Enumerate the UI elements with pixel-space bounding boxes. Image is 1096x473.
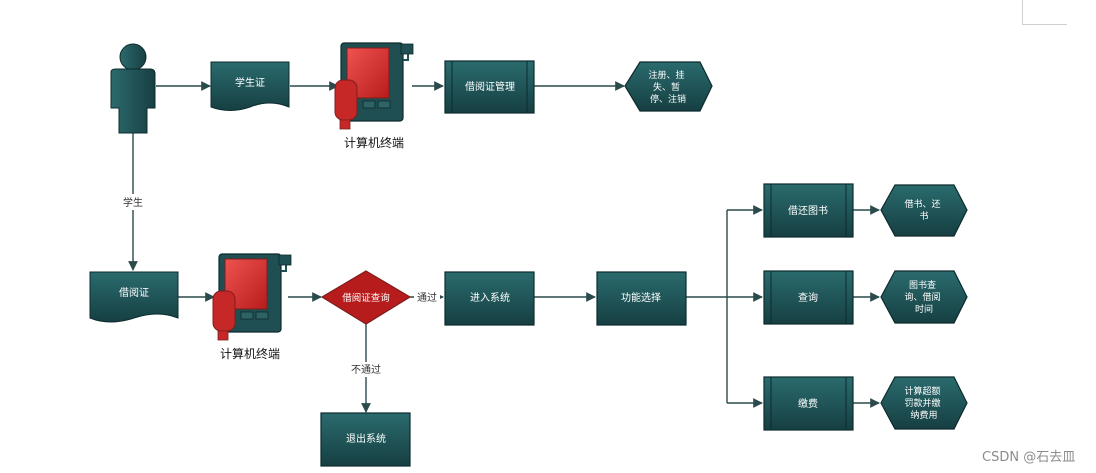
register-ops-node: 注册、挂 失、暂 停、注销 [624, 61, 713, 112]
student-card-node: 学生证 [210, 61, 290, 111]
terminal-top-label: 计算机终端 [344, 135, 404, 150]
pay-fee-detail-line-1: 计算超额 [905, 385, 941, 397]
library-card-mgmt-node: 借阅证管理 [444, 60, 535, 114]
pay-fee-detail-node: 计算超额 罚款并缴 纳费用 [880, 376, 968, 430]
connectors [128, 81, 880, 413]
corner-mark [1022, 0, 1067, 25]
query-node: 查询 [763, 270, 854, 325]
svg-text:注册、挂 失、暂 停、注销: 注册、挂 失、暂 停、注销 [649, 69, 688, 105]
borrow-return-label: 借还图书 [788, 205, 828, 217]
edge-label-fail: 不通过 [351, 363, 381, 376]
computer-terminal-icon-top [334, 42, 414, 130]
edge-label-pass: 通过 [417, 291, 437, 304]
svg-text:计算超额 罚款并缴 纳费用: 计算超额 罚款并缴 纳费用 [905, 385, 944, 421]
card-query-decision-node: 借阅证查询 [320, 270, 412, 325]
card-query-label: 借阅证查询 [342, 292, 390, 304]
pay-fee-label: 缴费 [798, 397, 818, 410]
register-ops-line-2: 失、暂 [653, 81, 680, 93]
enter-system-label: 进入系统 [470, 291, 510, 304]
exit-system-node: 退出系统 [320, 412, 411, 467]
query-detail-line-2: 询、借阅 [905, 291, 941, 303]
pay-fee-detail-line-2: 罚款并缴 [905, 397, 941, 409]
student-card-label: 学生证 [235, 76, 265, 89]
query-detail-line-1: 图书查 [909, 279, 936, 291]
enter-system-node: 进入系统 [444, 271, 535, 326]
borrow-return-detail-line-2: 书 [919, 211, 928, 222]
query-detail-node: 图书查 询、借阅 时间 [880, 270, 968, 324]
register-ops-line-3: 停、注销 [650, 93, 686, 105]
query-detail-line-3: 时间 [915, 303, 933, 315]
pay-fee-node: 缴费 [763, 376, 854, 431]
exit-system-label: 退出系统 [346, 432, 386, 445]
function-select-node: 功能选择 [596, 271, 687, 326]
edge-label-student: 学生 [123, 196, 143, 209]
function-select-label: 功能选择 [621, 291, 661, 304]
borrow-return-detail-node: 借书、还 书 [880, 184, 968, 237]
borrow-return-detail-line-1: 借书、还 [905, 198, 941, 210]
pay-fee-detail-line-3: 纳费用 [910, 409, 937, 421]
svg-text:图书查 询、借阅 时间: 图书查 询、借阅 时间 [905, 279, 944, 315]
library-card-node: 借阅证 [89, 271, 179, 323]
library-card-label: 借阅证 [119, 286, 149, 299]
library-card-mgmt-label: 借阅证管理 [465, 80, 515, 93]
computer-terminal-icon-bottom [212, 253, 292, 341]
register-ops-line-1: 注册、挂 [649, 69, 685, 81]
svg-text:借书、还 书: 借书、还 书 [905, 198, 944, 222]
terminal-bottom-label: 计算机终端 [220, 346, 280, 361]
csdn-watermark: CSDN @石去皿 [982, 450, 1076, 465]
borrow-return-node: 借还图书 [763, 183, 854, 238]
query-label: 查询 [798, 291, 818, 304]
student-person-icon [110, 43, 156, 134]
